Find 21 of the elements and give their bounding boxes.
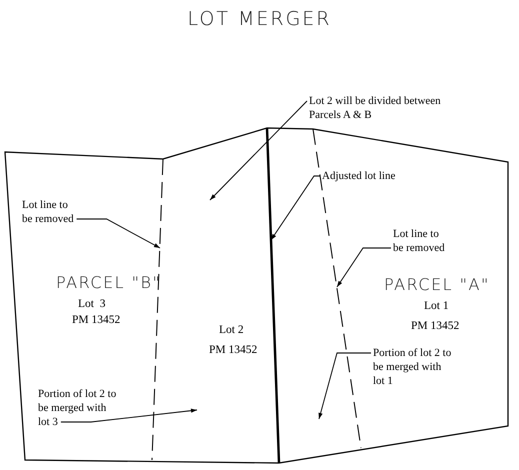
callout-text: Lot 2 will be divided between Parcels A & B [309,94,459,122]
callout-text: Lot line to be removed [22,198,76,226]
lot-label: Lot 1 [424,299,449,313]
callout-text: Lot line to be removed [393,227,447,255]
leader-line [210,100,308,200]
callout-text: Adjusted lot line [322,169,422,183]
parcel-label: PARCEL "A" [384,275,490,294]
callout-text: Portion of lot 2 to be merged with lot 3 [38,387,118,429]
title: LOT MERGER [186,8,333,30]
leader-line [60,408,198,422]
lot-label: Lot 3 [78,297,106,311]
map-number: PM 13452 [411,319,460,333]
callout-text: Portion of lot 2 to be merged with lot 1 [373,346,453,388]
leader-line [76,218,160,248]
lot-label: Lot 2 [219,323,244,337]
leader-line [318,352,372,420]
leader-line [336,248,392,288]
map-number: PM 13452 [209,343,258,357]
parcel-label: PARCEL "B" [56,273,162,292]
leader-line [270,176,320,240]
map-number: PM 13452 [72,313,120,327]
